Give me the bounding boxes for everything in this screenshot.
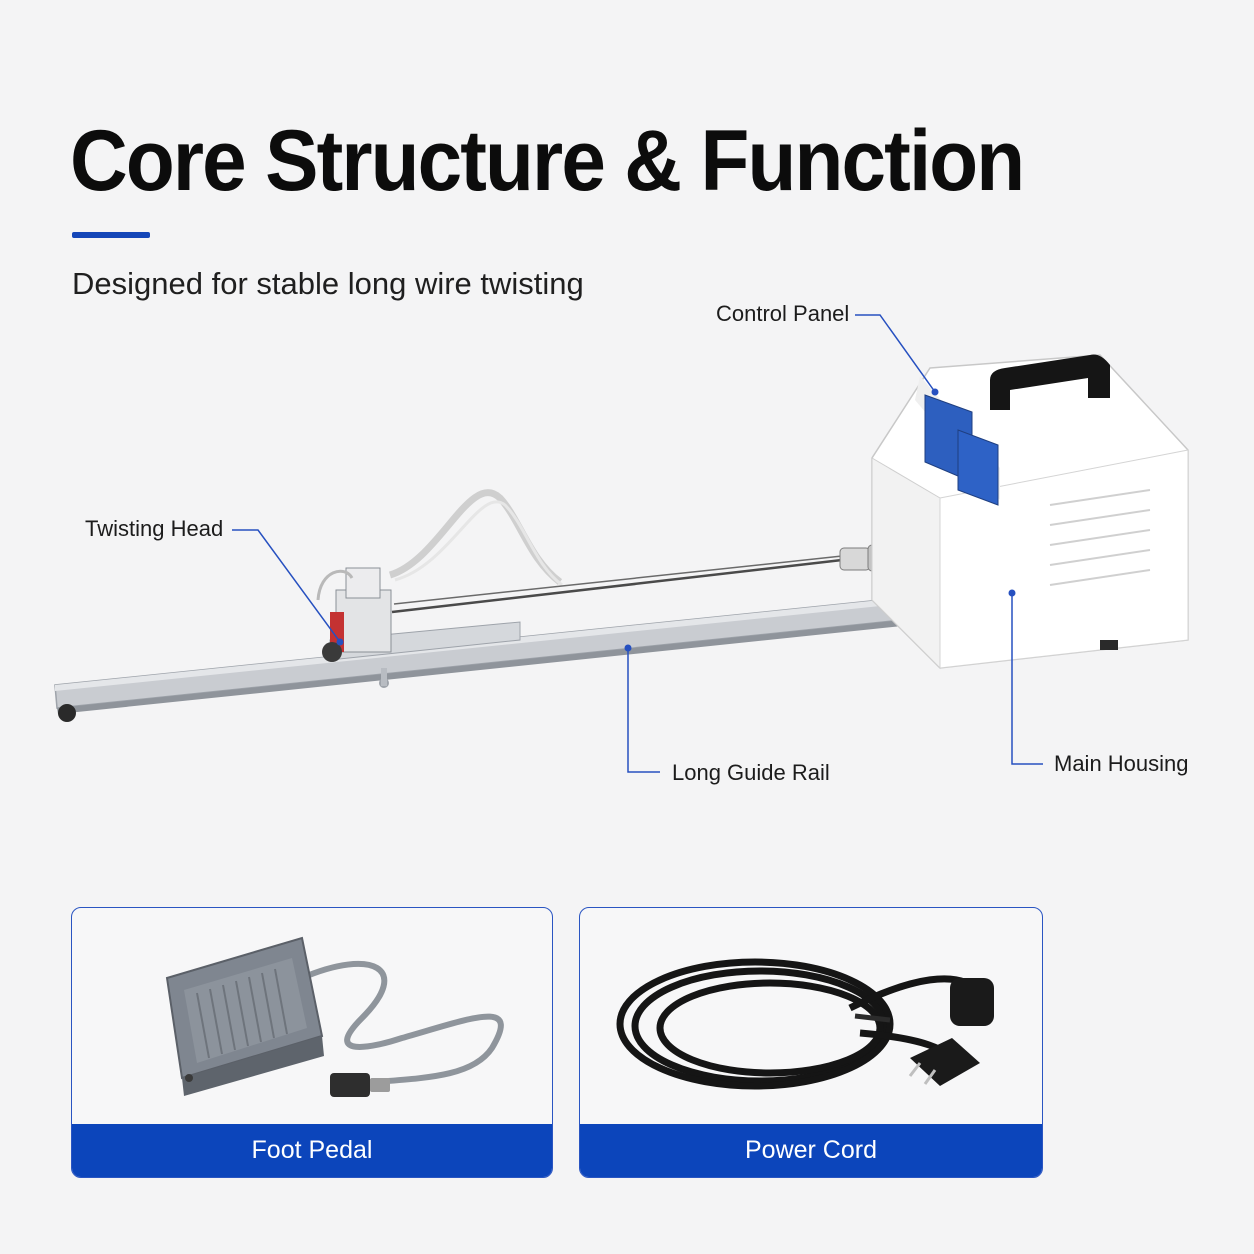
twisting-head-unit [316, 489, 563, 662]
callout-control-panel: Control Panel [716, 301, 850, 326]
guide-rail [54, 597, 903, 722]
power-cord-image [616, 958, 994, 1090]
main-housing-box [871, 354, 1189, 670]
power-cord-label: Power Cord [580, 1124, 1042, 1177]
foot-pedal-card: Foot Pedal [71, 907, 553, 1178]
page-title: Core Structure & Function [70, 113, 1025, 209]
callout-twisting-head: Twisting Head [85, 516, 224, 541]
title-underline [72, 232, 150, 238]
callout-main-housing: Main Housing [1054, 751, 1189, 776]
foot-pedal-label: Foot Pedal [72, 1124, 552, 1177]
power-cord-card: Power Cord [579, 907, 1043, 1178]
wire-twisting-machine-illustration [54, 314, 1189, 773]
foot-pedal-image [165, 936, 504, 1097]
leader-lines [232, 314, 1043, 773]
callout-long-guide-rail: Long Guide Rail [672, 760, 830, 785]
page-subtitle: Designed for stable long wire twisting [72, 266, 584, 301]
